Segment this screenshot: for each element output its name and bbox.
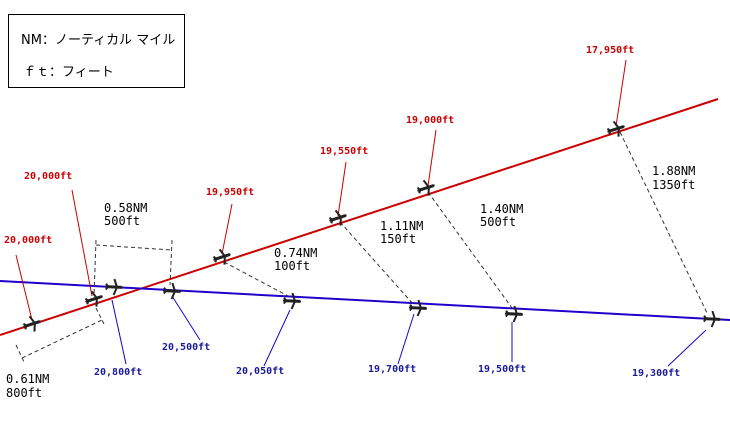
blue-altitude-label: 19,300ft: [632, 368, 680, 379]
blue-altitude-label: 20,800ft: [94, 367, 142, 378]
blue-altitude-label: 20,500ft: [162, 342, 210, 353]
separation-line-2: [95, 244, 173, 251]
red-leader-2: [71, 189, 93, 297]
aircraft-icon: [103, 277, 125, 297]
separation-line-3: [223, 261, 289, 297]
red-leader-5: [427, 129, 437, 187]
separation-line-5: [427, 191, 513, 309]
red-leader-3: [221, 203, 233, 255]
red-altitude-label: 19,950ft: [206, 187, 254, 198]
blue-altitude-label: 19,700ft: [368, 364, 416, 375]
separation-ft-label: 100ft: [274, 259, 310, 273]
separation-nm-label: 1.11NM: [380, 219, 423, 233]
separation-nm-label: 1.40NM: [480, 202, 523, 216]
separation-ft-label: 150ft: [380, 232, 416, 246]
aircraft-icon: [281, 291, 303, 311]
separation-ft-label: 1350ft: [652, 178, 695, 192]
red-leader-1: [15, 254, 33, 321]
blue-leader-3: [263, 309, 291, 367]
blue-leader-1: [111, 299, 127, 365]
separation-ft-label: 500ft: [480, 215, 516, 229]
separation-line-1: [21, 319, 103, 359]
blue-leader-4: [397, 313, 415, 365]
red-altitude-label: 20,000ft: [24, 171, 72, 182]
red-altitude-label: 19,550ft: [320, 146, 368, 157]
separation-nm-label: 1.88NM: [652, 164, 695, 178]
blue-leader-6: [667, 329, 707, 367]
red-altitude-label: 19,000ft: [406, 115, 454, 126]
separation-ft-label: 500ft: [104, 214, 140, 228]
red-leader-4: [337, 161, 347, 217]
legend-nm: NM：ノーティカル マイル: [21, 33, 176, 48]
aircraft-icon: [701, 309, 723, 329]
red-leader-6: [615, 59, 627, 127]
aircraft-icon: [19, 312, 45, 336]
aircraft-icon: [161, 281, 183, 301]
red-altitude-label: 20,000ft: [4, 235, 52, 246]
separation-line-6: [619, 131, 709, 316]
red-altitude-label: 17,950ft: [586, 45, 634, 56]
separation-line-2-tick-b: [169, 239, 173, 286]
red-flight-track: [0, 98, 719, 336]
legend-box: NM：ノーティカル マイル ｆｔ：フィート: [8, 14, 185, 88]
separation-line-2-tick-a: [93, 239, 97, 297]
separation-nm-label: 0.58NM: [104, 201, 147, 215]
separation-line-1-tick-a: [15, 344, 25, 363]
separation-nm-label: 0.61NM: [6, 372, 49, 386]
separation-line-4: [339, 221, 415, 306]
blue-altitude-label: 20,050ft: [236, 366, 284, 377]
blue-altitude-label: 19,500ft: [478, 364, 526, 375]
separation-ft-label: 800ft: [6, 386, 42, 400]
separation-line-1-tick-b: [95, 307, 105, 325]
separation-nm-label: 0.74NM: [274, 246, 317, 260]
blue-leader-2: [171, 295, 201, 341]
aircraft-icon: [325, 206, 351, 230]
legend-ft: ｆｔ：フィート: [23, 65, 114, 80]
